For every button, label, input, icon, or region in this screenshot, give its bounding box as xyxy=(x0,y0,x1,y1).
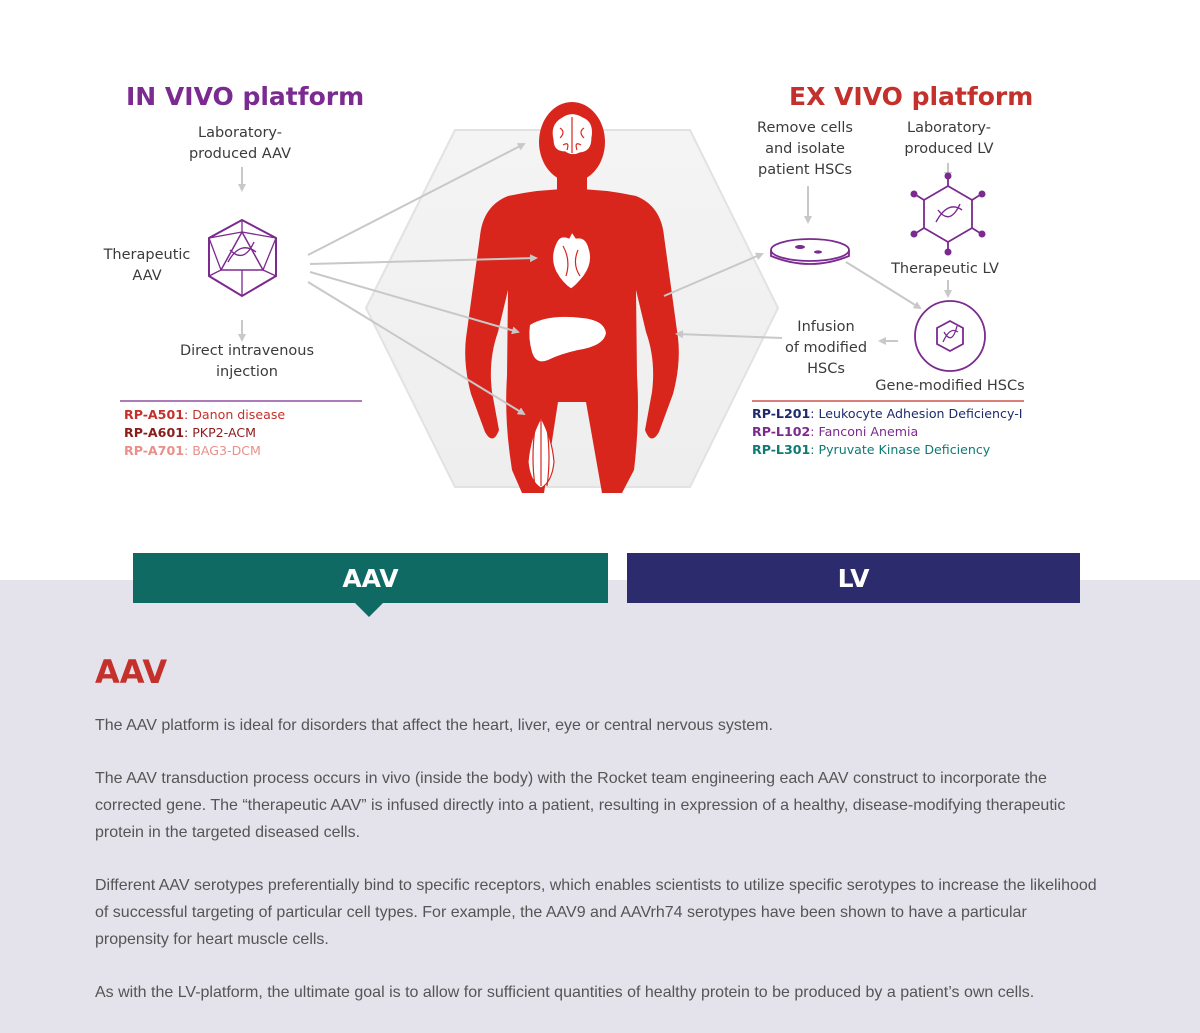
program-code: RP-L102 xyxy=(752,424,811,439)
therapeutic-aav-label: Therapeutic AAV xyxy=(103,247,191,284)
gene-modified-hsc-icon xyxy=(914,300,986,372)
aav-description: AAV The AAV platform is ideal for disord… xyxy=(95,652,1105,1032)
lab-aav-label: Laboratory- produced AAV xyxy=(188,125,292,162)
section-heading: AAV xyxy=(95,653,168,691)
paragraph: The AAV platform is ideal for disorders … xyxy=(95,717,773,734)
program-item: RP-L201: Leukocyte Adhesion Deficiency-I xyxy=(752,405,1022,423)
program-name: : Leukocyte Adhesion Deficiency-I xyxy=(810,406,1023,421)
program-name: : PKP2-ACM xyxy=(183,425,256,440)
program-name: : BAG3-DCM xyxy=(183,443,261,458)
program-item: RP-L102: Fanconi Anemia xyxy=(752,423,1022,441)
infusion-label: Infusion of modified HSCs xyxy=(784,319,868,377)
remove-cells-label: Remove cells and isolate patient HSCs xyxy=(757,120,853,178)
program-name: : Danon disease xyxy=(183,407,286,422)
platform-tabs: AAV LV xyxy=(0,553,1200,623)
program-name: : Fanconi Anemia xyxy=(810,424,919,439)
tab-aav[interactable]: AAV xyxy=(133,553,608,603)
paragraph: As with the LV-platform, the ultimate go… xyxy=(95,984,1035,1001)
program-item: RP-A701: BAG3-DCM xyxy=(124,442,285,460)
ex-vivo-arrows xyxy=(663,163,952,345)
active-tab-indicator xyxy=(355,603,383,617)
tab-lv[interactable]: LV xyxy=(627,553,1080,603)
program-code: RP-L201 xyxy=(752,406,811,421)
muscle-icon xyxy=(527,416,555,489)
lentivirus-icon xyxy=(910,172,986,256)
paragraph: Different AAV serotypes preferentially b… xyxy=(95,877,1097,948)
platform-diagram: IN VIVO platform EX VIVO platform Labora… xyxy=(103,82,1034,493)
ex-vivo-title: EX VIVO platform xyxy=(789,82,1034,111)
gene-modified-label: Gene-modified HSCs xyxy=(875,378,1025,394)
in-vivo-title: IN VIVO platform xyxy=(126,82,365,111)
brain-icon xyxy=(551,112,594,156)
therapeutic-aav-icon xyxy=(208,218,277,298)
program-name: : Pyruvate Kinase Deficiency xyxy=(810,442,991,457)
liver-icon xyxy=(529,316,606,362)
content-section xyxy=(0,580,1200,1033)
in-vivo-arrows xyxy=(238,143,538,416)
program-code: RP-A601 xyxy=(124,425,184,440)
heart-icon xyxy=(551,230,592,290)
program-code: RP-A501 xyxy=(124,407,184,422)
therapeutic-lv-label: Therapeutic LV xyxy=(891,261,999,277)
lab-lv-label: Laboratory- produced LV xyxy=(904,120,994,157)
diagram-graphics xyxy=(120,102,1024,493)
program-code: RP-A701 xyxy=(124,443,184,458)
paragraph: The AAV transduction process occurs in v… xyxy=(95,770,1066,841)
in-vivo-program-list: RP-A501: Danon disease RP-A601: PKP2-ACM… xyxy=(124,406,285,460)
program-item: RP-L301: Pyruvate Kinase Deficiency xyxy=(752,441,1022,459)
petri-dish-icon xyxy=(770,238,850,265)
program-item: RP-A601: PKP2-ACM xyxy=(124,424,285,442)
program-item: RP-A501: Danon disease xyxy=(124,406,285,424)
ex-vivo-program-list: RP-L201: Leukocyte Adhesion Deficiency-I… xyxy=(752,405,1022,459)
program-code: RP-L301 xyxy=(752,442,811,457)
injection-label: Direct intravenous injection xyxy=(179,343,315,380)
